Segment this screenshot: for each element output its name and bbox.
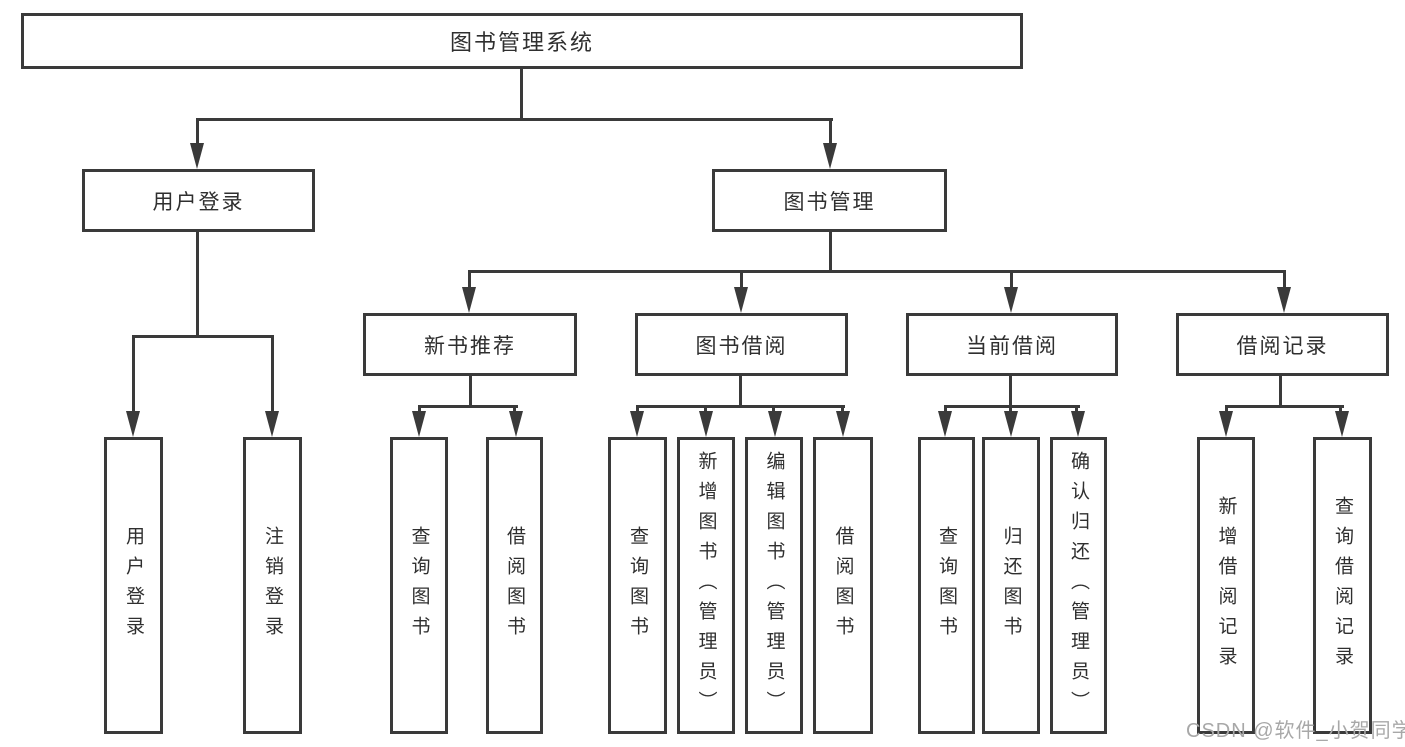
arrowhead-down-icon bbox=[1335, 411, 1349, 437]
node-book-management: 图书管理 bbox=[712, 169, 947, 232]
node-label: 查询图书 bbox=[936, 525, 957, 646]
node-label: 新增借阅记录 bbox=[1215, 495, 1237, 676]
arrowhead-down-icon bbox=[190, 143, 204, 169]
arrowhead-down-icon bbox=[699, 411, 713, 437]
leaf-query-books-recommend: 查询图书 bbox=[390, 437, 448, 734]
node-label: 借阅记录 bbox=[1236, 334, 1329, 358]
leaf-user-login: 用户登录 bbox=[104, 437, 163, 734]
arrowhead-down-icon bbox=[836, 411, 850, 437]
node-label: 用户登录 bbox=[123, 525, 144, 646]
connector-line bbox=[520, 69, 523, 118]
connector-line bbox=[469, 376, 472, 407]
arrowhead-down-icon bbox=[768, 411, 782, 437]
arrowhead-down-icon bbox=[126, 411, 140, 437]
connector-line bbox=[132, 335, 274, 338]
node-label: 确认归还（管理员） bbox=[1068, 450, 1089, 721]
arrowhead-down-icon bbox=[1277, 287, 1291, 313]
connector-line bbox=[1283, 270, 1286, 289]
node-borrowing-records: 借阅记录 bbox=[1176, 313, 1389, 376]
node-label: 查询图书 bbox=[408, 525, 430, 646]
leaf-logout: 注销登录 bbox=[243, 437, 302, 734]
arrowhead-down-icon bbox=[1004, 287, 1018, 313]
connector-line bbox=[636, 405, 639, 413]
node-label: 新增图书（管理员） bbox=[695, 450, 717, 721]
node-label: 借阅图书 bbox=[832, 525, 854, 646]
node-library-management-system: 图书管理系统 bbox=[21, 13, 1023, 69]
node-user-login: 用户登录 bbox=[82, 169, 315, 232]
arrowhead-down-icon bbox=[823, 143, 837, 169]
leaf-query-borrow-record: 查询借阅记录 bbox=[1313, 437, 1372, 734]
connector-line bbox=[829, 232, 832, 270]
arrowhead-down-icon bbox=[1219, 411, 1233, 437]
connector-line bbox=[468, 270, 471, 289]
leaf-confirm-return-admin: 确认归还（管理员） bbox=[1050, 437, 1107, 734]
connector-line bbox=[418, 405, 518, 408]
node-label: 图书借阅 bbox=[695, 334, 788, 358]
connector-line bbox=[944, 405, 947, 413]
connector-line bbox=[944, 405, 1080, 408]
node-book-borrowing: 图书借阅 bbox=[635, 313, 848, 376]
leaf-borrow-books: 借阅图书 bbox=[813, 437, 873, 734]
leaf-edit-books-admin: 编辑图书（管理员） bbox=[745, 437, 803, 734]
arrowhead-down-icon bbox=[265, 411, 279, 437]
connector-line bbox=[132, 335, 135, 413]
node-label: 图书管理 bbox=[783, 190, 876, 214]
connector-line bbox=[829, 118, 832, 145]
connector-line bbox=[1225, 405, 1228, 413]
leaf-query-books-current: 查询图书 bbox=[918, 437, 975, 734]
node-label: 新书推荐 bbox=[424, 334, 516, 358]
connector-line bbox=[513, 405, 516, 413]
connector-line bbox=[841, 405, 844, 413]
node-label: 注销登录 bbox=[262, 525, 283, 646]
csdn-watermark: CSDN @软件_小贺同学 bbox=[1186, 720, 1405, 742]
leaf-return-books: 归还图书 bbox=[982, 437, 1040, 734]
leaf-query-books-borrowing: 查询图书 bbox=[608, 437, 667, 734]
node-current-borrowing: 当前借阅 bbox=[906, 313, 1118, 376]
connector-line bbox=[1279, 376, 1282, 407]
connector-line bbox=[196, 118, 833, 121]
arrowhead-down-icon bbox=[509, 411, 523, 437]
connector-line bbox=[704, 405, 707, 413]
node-label: 编辑图书（管理员） bbox=[763, 450, 785, 721]
leaf-add-books-admin: 新增图书（管理员） bbox=[677, 437, 735, 734]
connector-line bbox=[1339, 405, 1342, 413]
arrowhead-down-icon bbox=[412, 411, 426, 437]
arrowhead-down-icon bbox=[1004, 411, 1018, 437]
connector-line bbox=[196, 232, 199, 335]
leaf-add-borrow-record: 新增借阅记录 bbox=[1197, 437, 1255, 734]
arrowhead-down-icon bbox=[938, 411, 952, 437]
arrowhead-down-icon bbox=[734, 287, 748, 313]
connector-line bbox=[772, 405, 775, 413]
connector-line bbox=[1010, 270, 1013, 289]
node-label: 查询图书 bbox=[627, 525, 648, 646]
node-label: 借阅图书 bbox=[504, 525, 525, 646]
connector-line bbox=[1225, 405, 1344, 408]
connector-line bbox=[740, 270, 743, 289]
connector-line bbox=[418, 405, 421, 413]
connector-line bbox=[1009, 376, 1012, 407]
node-label: 当前借阅 bbox=[966, 334, 1058, 358]
node-label: 用户登录 bbox=[152, 190, 245, 214]
node-label: 查询借阅记录 bbox=[1332, 495, 1353, 676]
node-label: 图书管理系统 bbox=[449, 30, 594, 55]
node-new-book-recommend: 新书推荐 bbox=[363, 313, 577, 376]
arrowhead-down-icon bbox=[462, 287, 476, 313]
arrowhead-down-icon bbox=[1071, 411, 1085, 437]
connector-line bbox=[636, 405, 845, 408]
connector-line bbox=[1075, 405, 1078, 413]
connector-line bbox=[739, 376, 742, 407]
connector-line bbox=[196, 118, 199, 145]
connector-line bbox=[271, 335, 274, 413]
node-label: 归还图书 bbox=[1000, 525, 1022, 646]
arrowhead-down-icon bbox=[630, 411, 644, 437]
connector-line bbox=[468, 270, 1286, 273]
leaf-borrow-books-recommend: 借阅图书 bbox=[486, 437, 543, 734]
connector-line bbox=[1009, 405, 1012, 413]
